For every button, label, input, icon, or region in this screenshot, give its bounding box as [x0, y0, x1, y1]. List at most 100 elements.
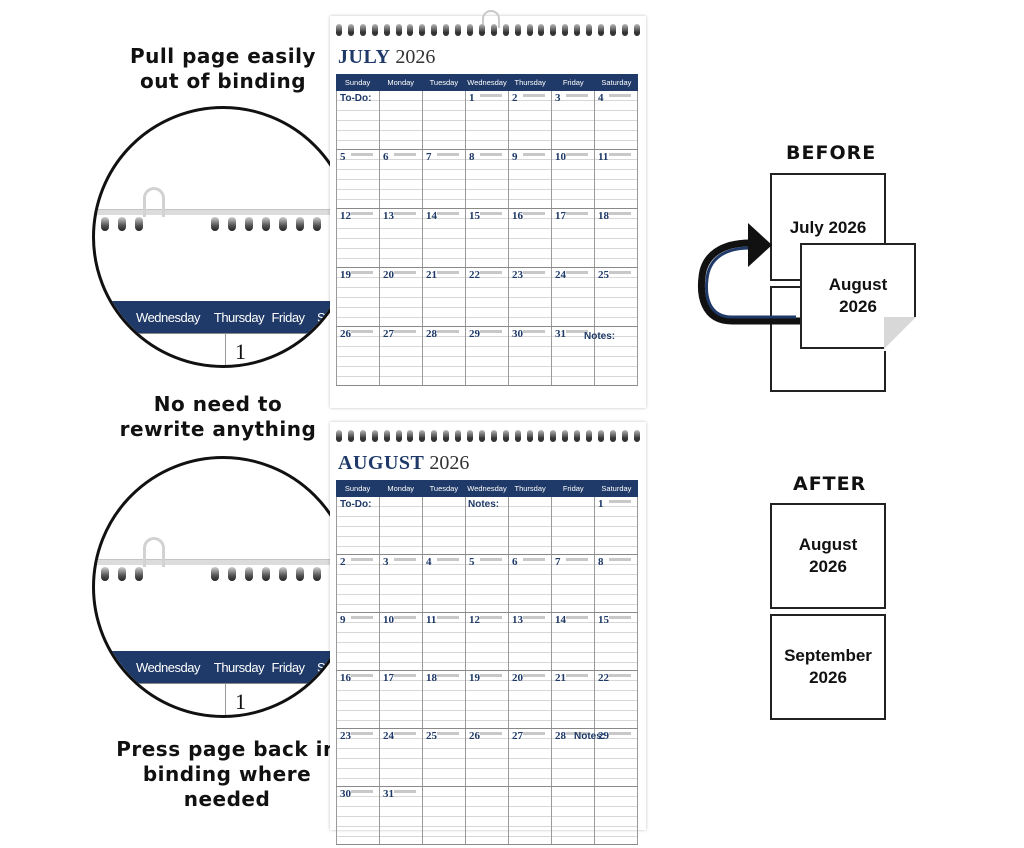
day-cell[interactable]: 26 — [466, 729, 509, 786]
day-cell[interactable]: 29 — [595, 729, 638, 786]
day-cell[interactable]: 13 — [509, 613, 552, 670]
day-cell[interactable] — [423, 91, 466, 149]
day-number: 24 — [555, 269, 566, 281]
zoom-day-header: Wednesday Thursday Friday Saturday — [95, 301, 351, 333]
day-cell[interactable]: 30 — [336, 787, 380, 844]
mini-note-line — [523, 558, 545, 561]
day-cell[interactable]: 15 — [595, 613, 638, 670]
day-cell[interactable] — [466, 497, 509, 554]
day-number: 15 — [598, 614, 609, 626]
day-cell[interactable] — [336, 91, 380, 149]
day-cell[interactable] — [336, 497, 380, 554]
day-cell[interactable]: 15 — [466, 209, 509, 267]
day-cell[interactable]: 27 — [509, 729, 552, 786]
day-cell[interactable]: 19 — [336, 268, 380, 326]
spiral-ring — [526, 24, 533, 36]
day-cell[interactable] — [423, 497, 466, 554]
day-cell[interactable]: 16 — [509, 209, 552, 267]
day-cell[interactable]: 26 — [336, 327, 380, 385]
day-cell[interactable]: 21 — [552, 671, 595, 728]
mini-note-line — [566, 616, 588, 619]
day-cell[interactable]: 30 — [509, 327, 552, 385]
day-cell[interactable]: 4 — [423, 555, 466, 612]
day-cell[interactable] — [509, 497, 552, 554]
spiral-ring — [431, 430, 438, 442]
day-cell[interactable]: 19 — [466, 671, 509, 728]
spiral-ring — [490, 24, 497, 36]
day-cell[interactable]: 6 — [509, 555, 552, 612]
day-number: 12 — [340, 210, 351, 222]
day-cell[interactable] — [466, 787, 509, 844]
day-cell[interactable]: 1 — [595, 497, 638, 554]
day-cell[interactable]: 5 — [336, 150, 380, 208]
day-cell[interactable]: 20 — [509, 671, 552, 728]
day-cell[interactable]: 4 — [595, 91, 638, 149]
day-cell[interactable]: 14 — [423, 209, 466, 267]
mini-note-line — [609, 732, 631, 735]
mini-note-line — [394, 616, 416, 619]
day-cell[interactable]: 18 — [423, 671, 466, 728]
day-number: 14 — [426, 210, 437, 222]
day-cell[interactable]: 12 — [336, 209, 380, 267]
day-cell[interactable] — [595, 787, 638, 844]
day-cell[interactable] — [509, 787, 552, 844]
day-cell[interactable]: 28 — [423, 327, 466, 385]
day-cell[interactable]: 20 — [380, 268, 423, 326]
day-cell[interactable]: 3 — [380, 555, 423, 612]
day-cell[interactable] — [595, 327, 638, 385]
day-cell[interactable] — [380, 497, 423, 554]
day-number: 4 — [426, 556, 432, 568]
day-cell[interactable]: 16 — [336, 671, 380, 728]
day-cell[interactable] — [552, 787, 595, 844]
day-cell[interactable]: 11 — [423, 613, 466, 670]
day-cell[interactable]: 12 — [466, 613, 509, 670]
day-cell[interactable]: 2 — [336, 555, 380, 612]
day-cell[interactable]: 8 — [595, 555, 638, 612]
day-cell[interactable]: 7 — [423, 150, 466, 208]
wire-bar — [95, 209, 351, 215]
day-cell[interactable]: 24 — [380, 729, 423, 786]
day-cell[interactable]: 8 — [466, 150, 509, 208]
day-cell[interactable]: 29 — [466, 327, 509, 385]
day-cell[interactable]: 31 — [552, 327, 595, 385]
day-cell[interactable]: 13 — [380, 209, 423, 267]
day-cell[interactable]: 25 — [423, 729, 466, 786]
day-cell[interactable]: 14 — [552, 613, 595, 670]
page-label: 2026 — [809, 557, 847, 576]
day-cell[interactable]: 7 — [552, 555, 595, 612]
day-cell[interactable]: 22 — [595, 671, 638, 728]
day-number: 21 — [555, 672, 566, 684]
day-cell[interactable]: 10 — [552, 150, 595, 208]
day-cell[interactable] — [552, 497, 595, 554]
day-cell[interactable]: 10 — [380, 613, 423, 670]
day-cell[interactable] — [423, 787, 466, 844]
day-cell[interactable]: 31 — [380, 787, 423, 844]
day-cell[interactable]: 27 — [380, 327, 423, 385]
day-cell[interactable]: 11 — [595, 150, 638, 208]
day-cell[interactable] — [380, 91, 423, 149]
after-label: AFTER — [793, 473, 867, 495]
day-cell[interactable]: 28 — [552, 729, 595, 786]
day-cell[interactable]: 5 — [466, 555, 509, 612]
spiral-ring — [514, 24, 521, 36]
day-cell[interactable]: 22 — [466, 268, 509, 326]
day-cell[interactable]: 24 — [552, 268, 595, 326]
day-cell[interactable]: 25 — [595, 268, 638, 326]
weekday-label: Monday — [387, 78, 415, 87]
day-cell[interactable]: 1 — [466, 91, 509, 149]
day-cell[interactable]: 9 — [509, 150, 552, 208]
day-cell[interactable]: 3 — [552, 91, 595, 149]
day-cell[interactable]: 6 — [380, 150, 423, 208]
day-cell[interactable]: 2 — [509, 91, 552, 149]
day-cell[interactable]: 18 — [595, 209, 638, 267]
mini-note-line — [480, 330, 502, 333]
spiral-ring — [538, 430, 545, 442]
day-cell[interactable]: 23 — [509, 268, 552, 326]
day-cell[interactable]: 17 — [380, 671, 423, 728]
day-cell[interactable]: 9 — [336, 613, 380, 670]
day-cell[interactable]: 23 — [336, 729, 380, 786]
day-cell[interactable]: 21 — [423, 268, 466, 326]
page-label: September — [784, 646, 872, 665]
day-cell[interactable]: 17 — [552, 209, 595, 267]
